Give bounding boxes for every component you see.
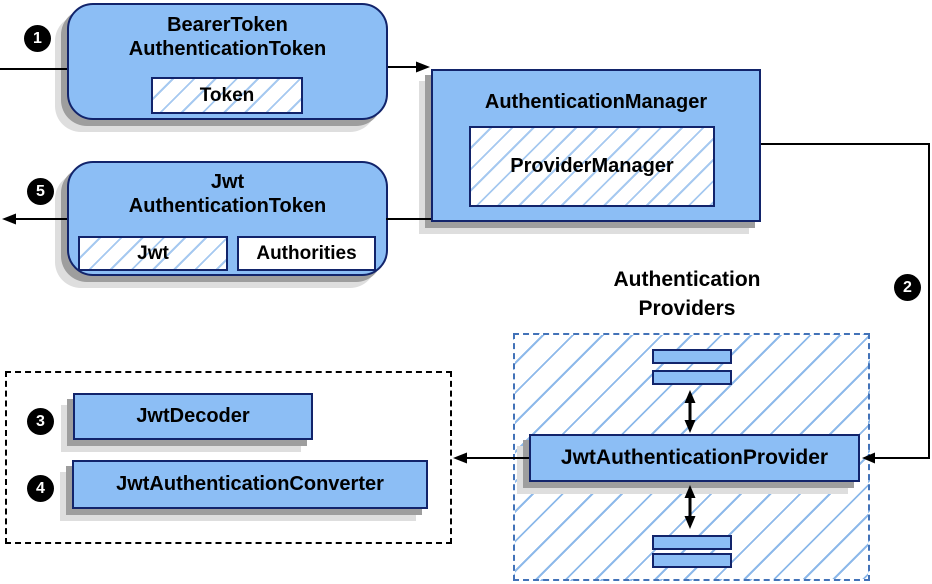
jwt-authentication-provider-node: JwtAuthenticationProvider xyxy=(529,434,860,482)
authorities-field-label: Authorities xyxy=(256,242,357,264)
authentication-manager-title: AuthenticationManager xyxy=(484,91,708,113)
token-field-label: Token xyxy=(199,84,255,106)
jwt-authentication-converter-label: JwtAuthenticationConverter xyxy=(116,473,384,495)
step-4-badge: 4 xyxy=(27,475,54,502)
jwt-field-label: Jwt xyxy=(137,242,169,264)
authorities-field: Authorities xyxy=(237,236,376,271)
bearer-token-title-line2: AuthenticationToken xyxy=(128,38,327,60)
step-3-badge: 3 xyxy=(27,408,54,435)
step-5-badge: 5 xyxy=(27,178,54,205)
jwt-decoder-label: JwtDecoder xyxy=(136,405,250,427)
jwt-token-title: Jwt AuthenticationToken xyxy=(69,170,386,218)
jwt-authentication-converter-node: JwtAuthenticationConverter xyxy=(72,460,428,509)
jwt-token-outgoing-arrowhead-icon xyxy=(2,213,16,225)
provider-manager-field: ProviderManager xyxy=(469,126,715,207)
step-5-number: 5 xyxy=(36,182,45,200)
step-1-badge: 1 xyxy=(24,25,51,52)
jwt-field: Jwt xyxy=(78,236,228,271)
step-2-number: 2 xyxy=(903,278,912,296)
step-2-badge: 2 xyxy=(894,274,921,301)
jwt-decoder-node: JwtDecoder xyxy=(73,393,313,440)
jwt-authentication-provider-label: JwtAuthenticationProvider xyxy=(560,446,829,469)
authentication-providers-label-line2: Providers xyxy=(638,297,736,320)
provider-placeholder-bar xyxy=(652,349,732,364)
bearer-token-title-line1: BearerToken xyxy=(167,14,288,36)
step-3-number: 3 xyxy=(36,412,45,430)
token-field: Token xyxy=(151,77,303,114)
authentication-providers-label-line1: Authentication xyxy=(613,268,761,291)
bearer-to-manager-arrowhead-icon xyxy=(416,61,430,73)
provider-manager-label: ProviderManager xyxy=(510,155,674,177)
step-1-number: 1 xyxy=(33,29,42,47)
step-4-number: 4 xyxy=(36,479,45,497)
bearer-token-title: BearerToken AuthenticationToken xyxy=(69,13,386,61)
decoder-converter-group-box xyxy=(5,371,452,544)
provider-placeholder-bar xyxy=(652,535,732,550)
provider-placeholder-bar xyxy=(652,370,732,385)
jwt-token-title-line2: AuthenticationToken xyxy=(128,195,327,217)
authentication-providers-label: Authentication Providers xyxy=(537,265,837,323)
provider-to-decoder-arrowhead-icon xyxy=(453,452,467,464)
jwt-token-title-line1: Jwt xyxy=(210,171,245,193)
provider-placeholder-bar xyxy=(652,553,732,568)
